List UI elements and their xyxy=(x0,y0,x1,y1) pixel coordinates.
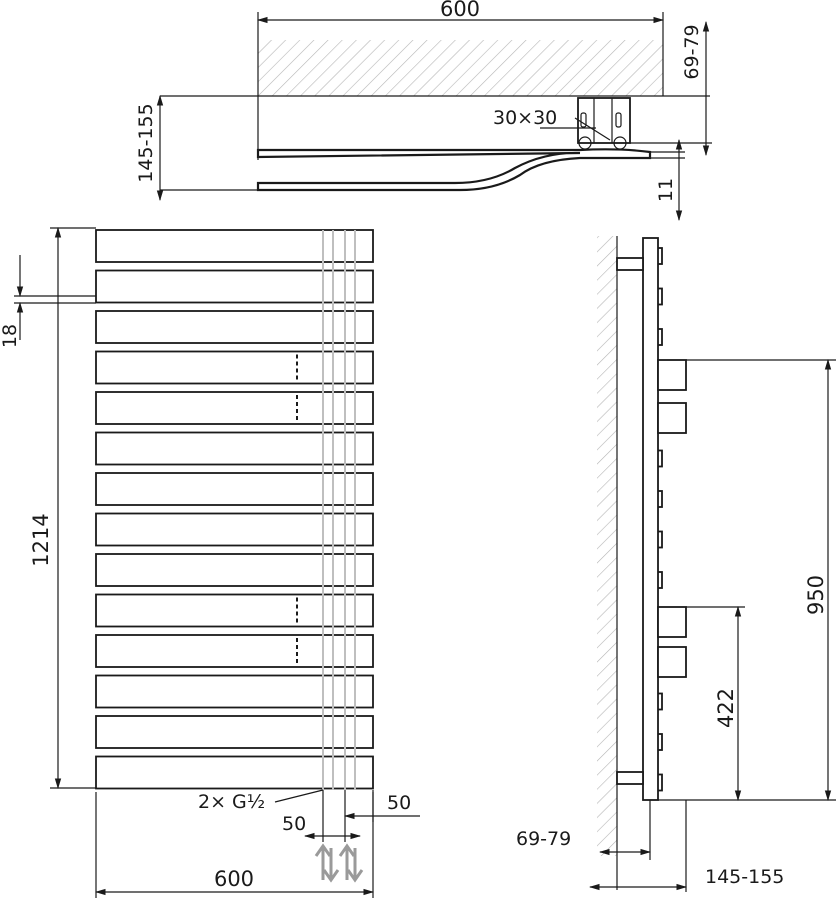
wall-hatch-side xyxy=(597,236,617,856)
bar-label: 18 xyxy=(0,324,21,348)
top-width-label: 600 xyxy=(440,0,480,21)
height-label: 1214 xyxy=(29,513,53,566)
towel-bar xyxy=(95,512,374,547)
towel-bar xyxy=(95,593,374,628)
towel-bar xyxy=(95,715,374,749)
towel-bar xyxy=(95,755,374,790)
upper-connector-2 xyxy=(657,402,687,434)
towel-bar xyxy=(95,674,374,709)
connection-label: 2× G½ xyxy=(198,791,265,813)
towel-bar xyxy=(95,269,374,304)
top-offset-label: 69-79 xyxy=(681,24,703,79)
towel-bar xyxy=(95,310,374,344)
towel-bar xyxy=(95,553,374,587)
lower-connector-1 xyxy=(657,606,687,638)
side-offset-label: 69-79 xyxy=(516,828,571,850)
side-depth-label: 145-155 xyxy=(705,866,784,888)
top-wall-bracket xyxy=(616,257,644,271)
top-depth-label: 145-155 xyxy=(135,103,157,182)
upper-height-label: 950 xyxy=(804,575,828,615)
radiator-top-profile xyxy=(256,148,652,192)
lower-connector-2 xyxy=(657,646,687,678)
wall-hatch-top xyxy=(258,40,663,96)
side-view: 950 422 69-79 145-155 xyxy=(516,236,836,892)
upper-connector-1 xyxy=(657,359,687,391)
bracket-label: 30×30 xyxy=(493,107,557,129)
towel-bar xyxy=(95,229,374,263)
towel-bar xyxy=(95,431,374,466)
towel-bar xyxy=(95,634,374,668)
bottom-wall-bracket xyxy=(616,771,644,785)
side-radiator-body xyxy=(642,237,659,801)
towel-bar xyxy=(95,391,374,425)
top-view: 600 30×30 145-155 69-79 11 xyxy=(135,0,712,222)
towel-bar xyxy=(95,472,374,506)
pipe-spacing-left-label: 50 xyxy=(282,813,306,835)
lower-height-label: 422 xyxy=(714,688,738,728)
towel-bar xyxy=(95,350,374,385)
thickness-label: 11 xyxy=(655,178,677,202)
pipe-spacing-right-label: 50 xyxy=(387,792,411,814)
front-bars xyxy=(95,229,374,790)
front-view: 1214 18 2× G½ 50 50 600 xyxy=(0,226,420,898)
flow-arrows-icon xyxy=(314,843,364,883)
bottom-width-label: 600 xyxy=(214,867,254,891)
